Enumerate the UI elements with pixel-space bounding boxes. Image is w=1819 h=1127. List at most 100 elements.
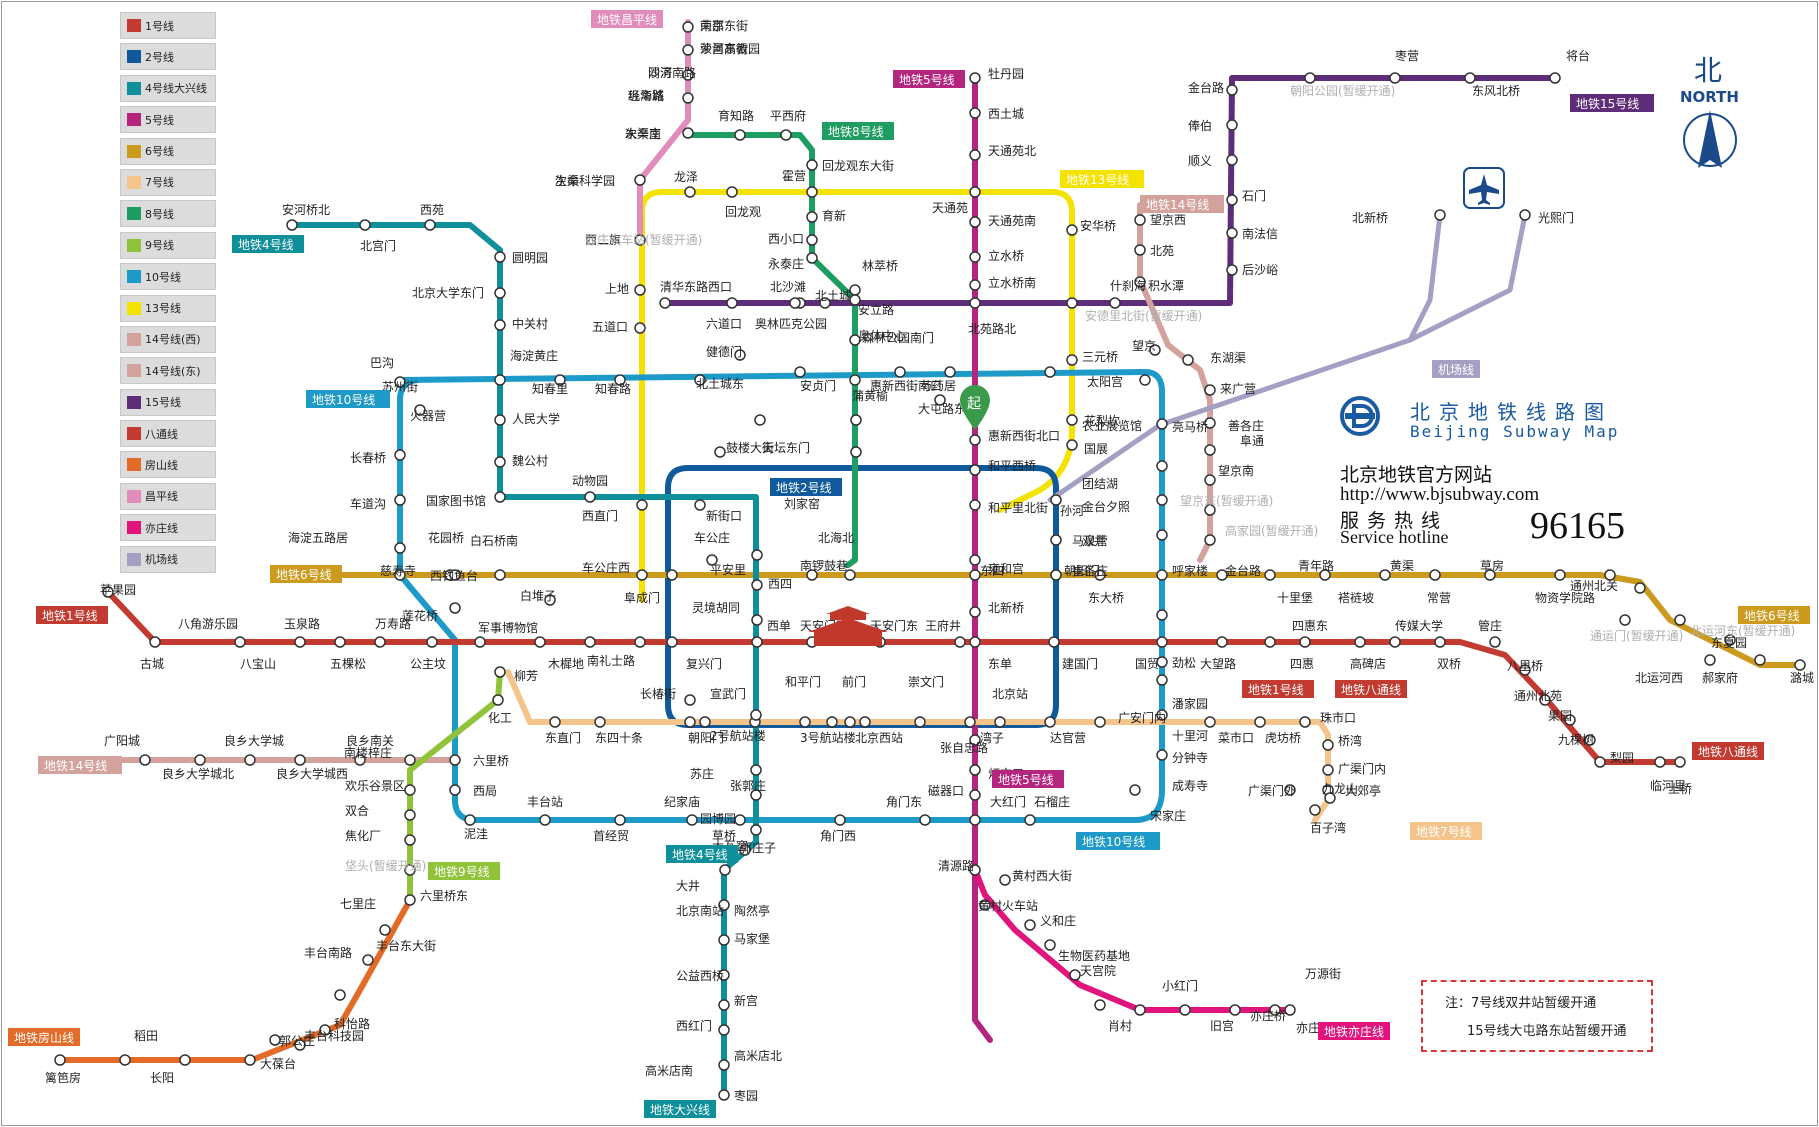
station-dot[interactable]	[414, 404, 426, 416]
station-dot[interactable]	[1519, 664, 1531, 676]
station-label[interactable]: 百子湾	[1310, 820, 1346, 835]
station-dot[interactable]	[1226, 227, 1238, 239]
station-dot[interactable]	[1044, 939, 1056, 951]
station-label[interactable]: 草桥	[712, 829, 736, 843]
station-label[interactable]: 马泉营	[1072, 534, 1108, 548]
station-dot[interactable]	[969, 149, 981, 161]
station-label[interactable]: 长椿街	[640, 687, 676, 701]
station-label[interactable]: 西苑	[420, 203, 444, 217]
station-dot[interactable]	[394, 494, 406, 506]
station-dot[interactable]	[969, 186, 981, 198]
station-dot[interactable]	[718, 969, 730, 981]
station-dot[interactable]	[1354, 636, 1366, 648]
station-label[interactable]: 回龙观东大街	[822, 159, 894, 173]
station-dot[interactable]	[1024, 919, 1036, 931]
station-dot[interactable]	[718, 934, 730, 946]
station-dot[interactable]	[849, 294, 861, 306]
station-label[interactable]: 白堆子	[520, 588, 556, 603]
station-dot[interactable]	[449, 784, 461, 796]
station-label[interactable]: 安河桥北	[282, 202, 330, 217]
station-dot[interactable]	[474, 636, 486, 648]
station-label[interactable]: 传媒大学	[1395, 618, 1443, 633]
station-dot[interactable]	[1204, 384, 1216, 396]
station-label[interactable]: 军事博物馆	[478, 620, 538, 635]
station-label[interactable]: 呼家楼	[1172, 563, 1208, 578]
station-dot[interactable]	[969, 764, 981, 776]
station-label[interactable]: 广安门内	[1118, 710, 1166, 725]
station-label[interactable]: 和平门	[785, 674, 821, 689]
station-label[interactable]: 张郭庄	[730, 778, 766, 793]
station-label[interactable]: 立水桥	[988, 248, 1024, 263]
station-label[interactable]: 园博园	[700, 811, 736, 826]
station-dot[interactable]	[682, 127, 694, 139]
station-dot[interactable]	[1264, 569, 1276, 581]
station-dot[interactable]	[750, 709, 762, 721]
station-label[interactable]: 知春路	[595, 381, 631, 396]
station-label[interactable]: 西四	[768, 577, 792, 591]
station-dot[interactable]	[1654, 756, 1666, 768]
station-label[interactable]: 南邵	[700, 18, 724, 33]
station-label[interactable]: 亦庄桥	[1250, 1008, 1286, 1023]
station-dot[interactable]	[426, 636, 438, 648]
station-dot[interactable]	[379, 924, 391, 936]
station-label[interactable]: 西小口	[768, 232, 804, 246]
station-dot[interactable]	[969, 107, 981, 119]
station-dot[interactable]	[849, 284, 861, 296]
station-label[interactable]: 角门西	[820, 828, 856, 843]
station-dot[interactable]	[969, 464, 981, 476]
station-dot[interactable]	[1066, 439, 1078, 451]
station-dot[interactable]	[834, 814, 846, 826]
station-label[interactable]: 动物园	[572, 474, 608, 488]
station-label[interactable]: 南法信	[1242, 226, 1278, 241]
station-dot[interactable]	[492, 694, 504, 706]
station-dot[interactable]	[294, 1039, 306, 1051]
station-dot[interactable]	[1226, 194, 1238, 206]
station-dot[interactable]	[102, 586, 114, 598]
station-label[interactable]: 蒲黄榆	[852, 388, 888, 403]
station-label[interactable]: 黄村火车站	[978, 898, 1038, 913]
station-label[interactable]: 莲花桥	[402, 608, 438, 623]
station-dot[interactable]	[944, 366, 956, 378]
station-label[interactable]: 八里桥	[1507, 659, 1543, 673]
station-dot[interactable]	[850, 446, 862, 458]
station-dot[interactable]	[806, 159, 818, 171]
station-dot[interactable]	[806, 186, 818, 198]
station-label[interactable]: 苏庄	[690, 766, 714, 781]
station-dot[interactable]	[734, 814, 746, 826]
station-dot[interactable]	[554, 374, 566, 386]
station-label[interactable]: 育新	[822, 208, 846, 223]
station-label[interactable]: 新宫	[734, 993, 758, 1008]
station-dot[interactable]	[1554, 569, 1566, 581]
station-label[interactable]: 朝阳门	[1064, 563, 1100, 578]
station-label[interactable]: 阜通	[1240, 434, 1264, 448]
station-dot[interactable]	[1319, 569, 1331, 581]
station-label[interactable]: 土桥	[1668, 782, 1692, 796]
station-label[interactable]: 鼓楼大街	[726, 440, 774, 455]
station-dot[interactable]	[119, 1054, 131, 1066]
station-dot[interactable]	[726, 297, 738, 309]
station-label[interactable]: 玉泉路	[284, 616, 320, 631]
station-label[interactable]: 十里堡	[1277, 590, 1313, 605]
station-dot[interactable]	[1134, 1004, 1146, 1016]
station-label[interactable]: 张自忠路	[940, 740, 988, 755]
station-dot[interactable]	[799, 716, 811, 728]
station-dot[interactable]	[1309, 804, 1321, 816]
station-dot[interactable]	[994, 716, 1006, 728]
station-dot[interactable]	[404, 754, 416, 766]
station-dot[interactable]	[1754, 654, 1766, 666]
station-label[interactable]: 梨园	[1610, 751, 1634, 765]
station-dot[interactable]	[734, 129, 746, 141]
station-dot[interactable]	[969, 297, 981, 309]
station-label[interactable]: 次渠	[555, 174, 579, 188]
station-label[interactable]: 同济南路	[648, 65, 696, 80]
station-label[interactable]: 善各庄	[1228, 418, 1264, 433]
station-label[interactable]: 西红门	[676, 1018, 712, 1033]
station-dot[interactable]	[634, 636, 646, 648]
station-label[interactable]: 常营	[1427, 591, 1451, 605]
station-dot[interactable]	[794, 366, 806, 378]
station-label[interactable]: 森林公园南门	[862, 330, 934, 345]
station-dot[interactable]	[1182, 354, 1194, 366]
station-label[interactable]: 人民大学	[512, 411, 560, 426]
station-dot[interactable]	[1129, 784, 1141, 796]
station-dot[interactable]	[294, 636, 306, 648]
